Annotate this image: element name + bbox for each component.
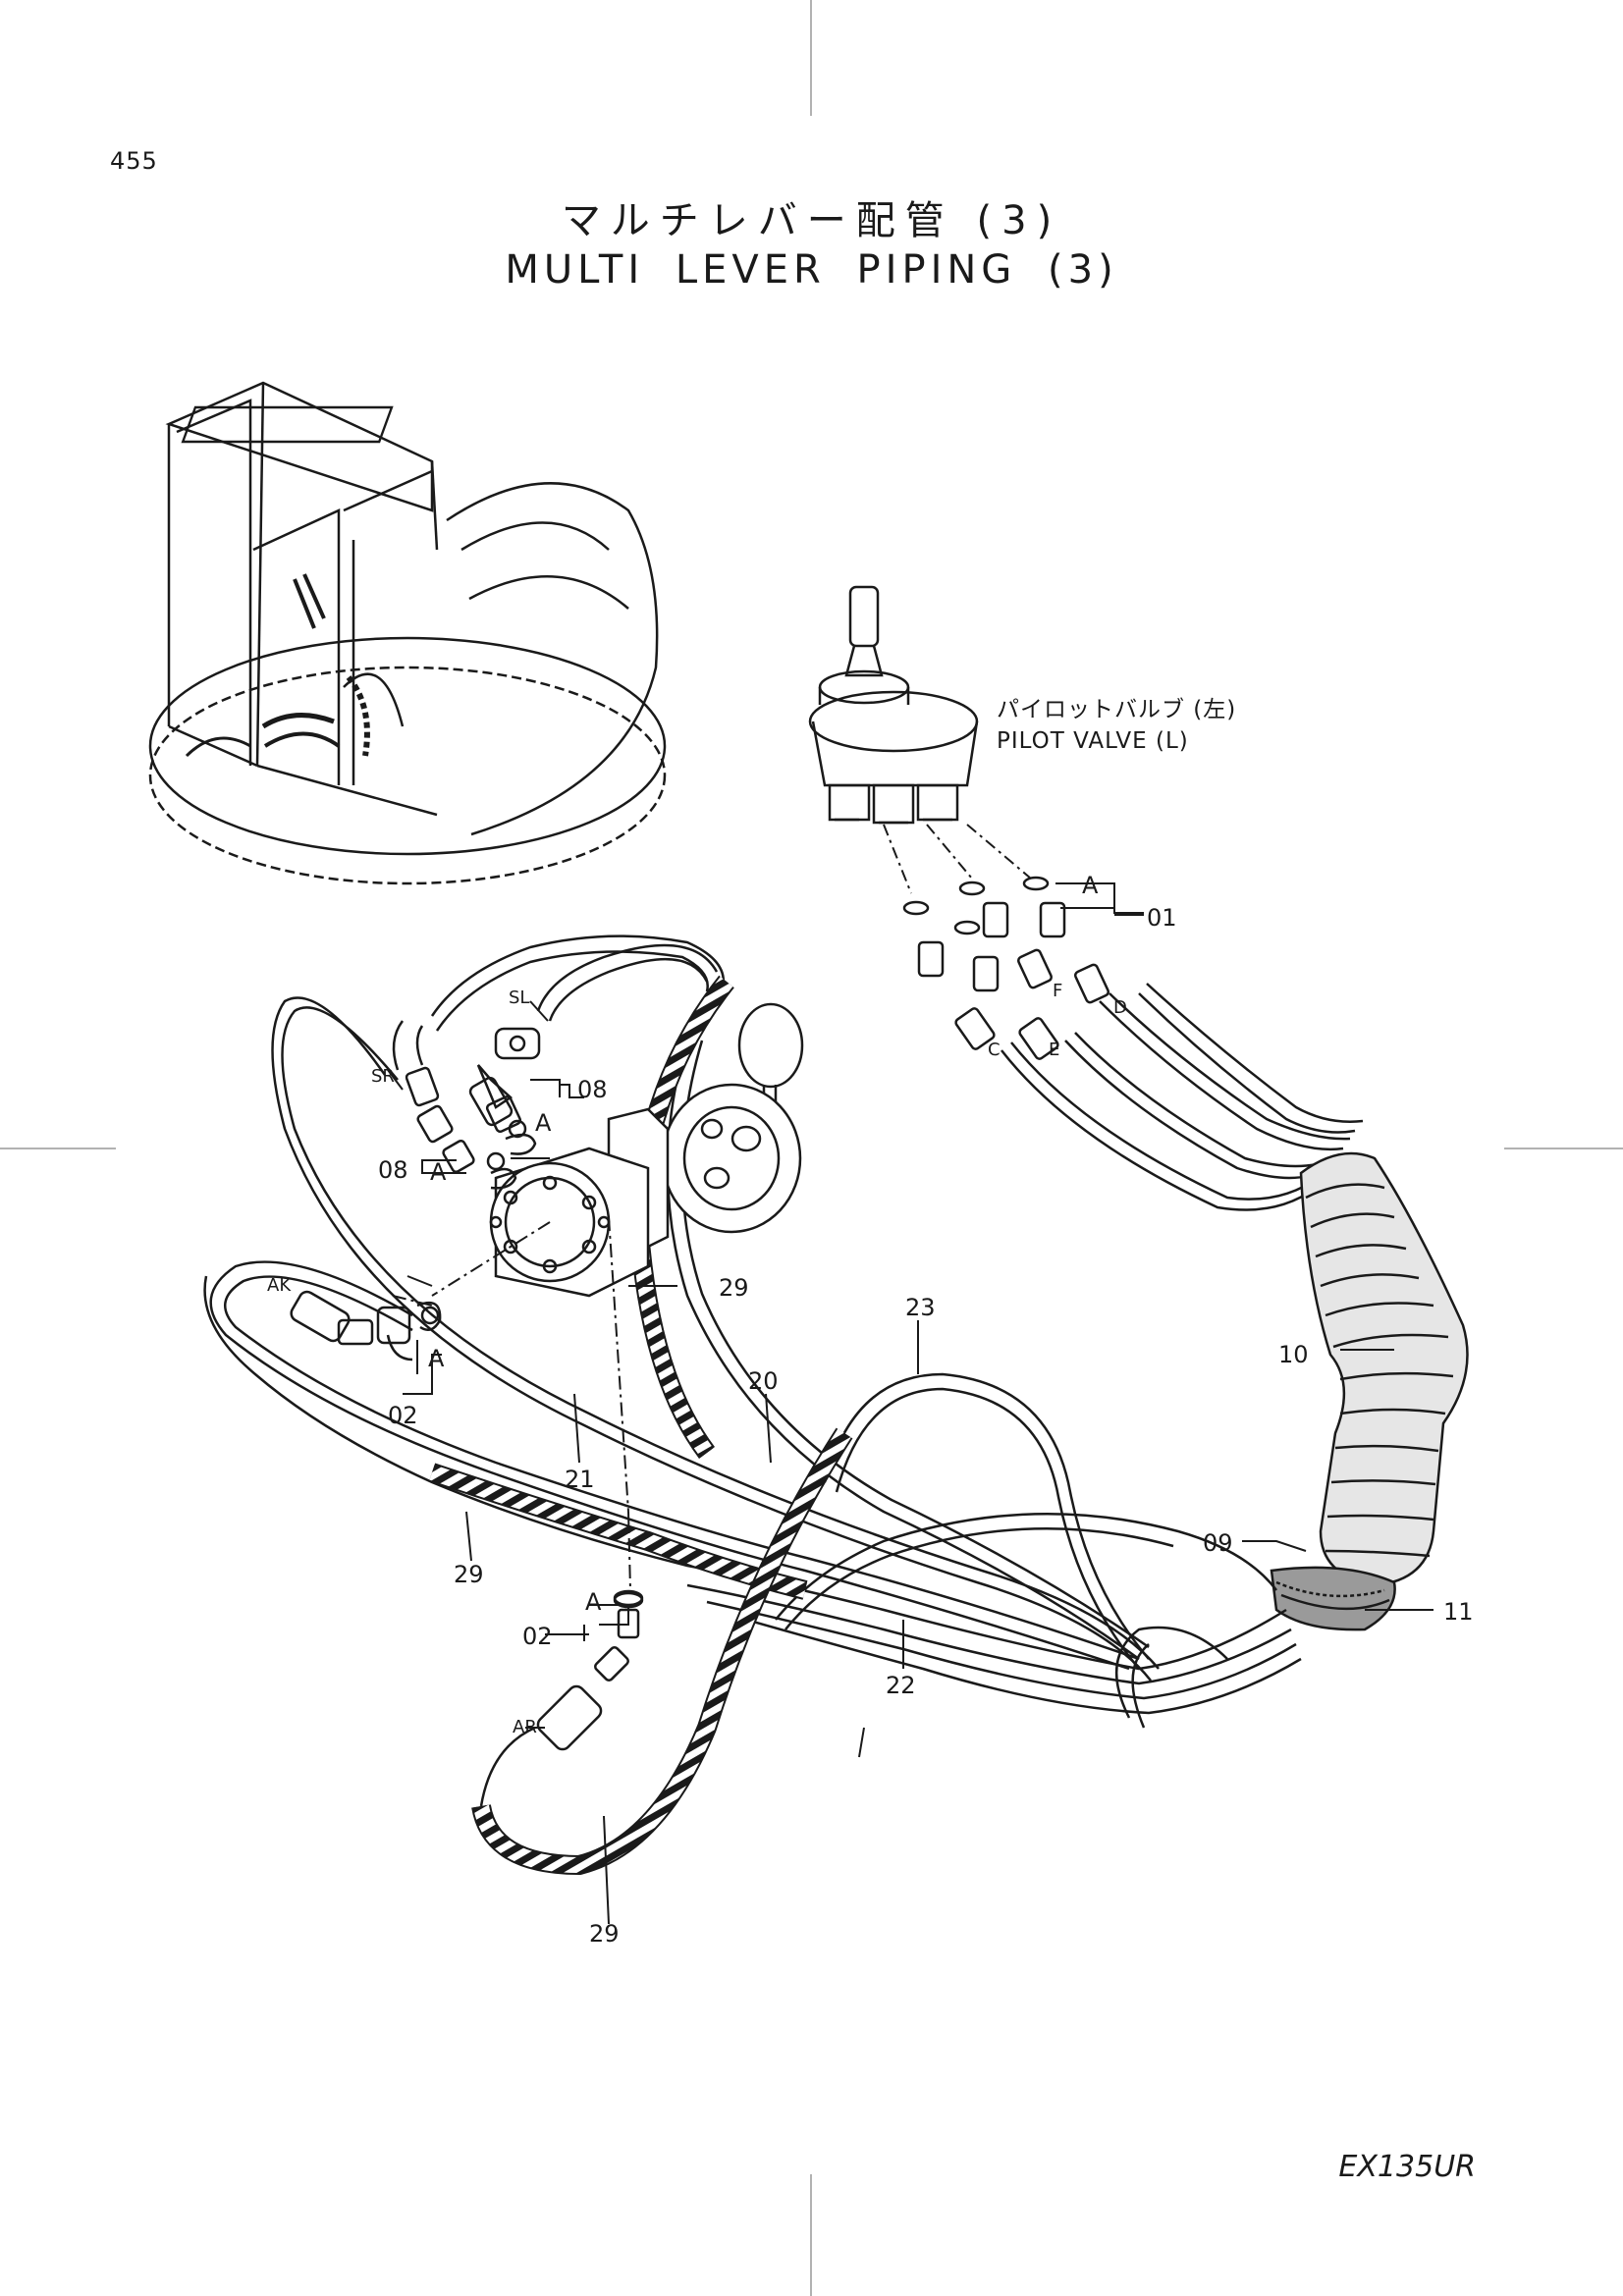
detail-a-left-block: A <box>430 1158 447 1186</box>
pilot-valve-label-en: PILOT VALVE (L) <box>997 728 1189 754</box>
port-f: F <box>1053 981 1062 1001</box>
part-22: 22 <box>886 1672 916 1699</box>
pilot-valve-label-jp: パイロットバルブ (左) <box>997 697 1236 722</box>
part-02-right: 02 <box>388 1402 418 1429</box>
hose-23 <box>823 1372 1150 1670</box>
model-code: EX135UR <box>1338 2150 1476 2184</box>
title-japanese: マルチレバー配管 (3) <box>561 198 1062 243</box>
title-english: MULTI LEVER PIPING (3) <box>505 247 1118 293</box>
control-valve-block <box>489 1002 804 1298</box>
bundle-hoses <box>203 1275 1302 1729</box>
pilot-valve-assembly <box>808 585 979 825</box>
pilot-fittings <box>902 876 1109 1060</box>
port-sl: SL <box>509 988 529 1008</box>
part-21: 21 <box>565 1466 595 1493</box>
page-number: 455 <box>110 147 158 175</box>
detail-a-right-block: A <box>535 1109 552 1137</box>
part-01: 01 <box>1147 904 1177 932</box>
part-08-left: 08 <box>378 1156 408 1184</box>
excavator-overview <box>148 381 667 885</box>
detail-a-fitting-bottom: A <box>585 1588 602 1616</box>
leader-lines <box>387 882 1434 1925</box>
ak-fitting <box>290 1290 442 1362</box>
part-11: 11 <box>1443 1598 1474 1626</box>
port-ak: AK <box>267 1275 292 1296</box>
port-e: E <box>1049 1040 1059 1060</box>
pilot-hoses <box>1001 983 1364 1211</box>
port-ar: AR <box>513 1717 537 1737</box>
o-rings <box>420 1119 644 1607</box>
detail-a-pilot: A <box>1082 872 1099 899</box>
part-29-bottom: 29 <box>589 1920 620 1948</box>
part-29-left: 29 <box>454 1561 484 1588</box>
part-08-top: 08 <box>577 1076 608 1103</box>
protective-sleeve <box>1299 1151 1469 1587</box>
port-d: D <box>1113 997 1127 1018</box>
part-09: 09 <box>1203 1529 1233 1557</box>
left-hoses <box>209 934 1160 1682</box>
detail-a-fitting-right: A <box>428 1345 445 1372</box>
hose-band <box>1270 1566 1396 1631</box>
part-20: 20 <box>748 1367 779 1395</box>
part-23: 23 <box>905 1294 936 1321</box>
part-10: 10 <box>1278 1341 1309 1368</box>
part-02-bottom: 02 <box>522 1623 553 1650</box>
pilot-dashed-lines <box>883 824 1032 894</box>
part-29-upper: 29 <box>719 1274 749 1302</box>
port-c: C <box>988 1040 1001 1060</box>
port-sr: SR <box>371 1066 395 1087</box>
